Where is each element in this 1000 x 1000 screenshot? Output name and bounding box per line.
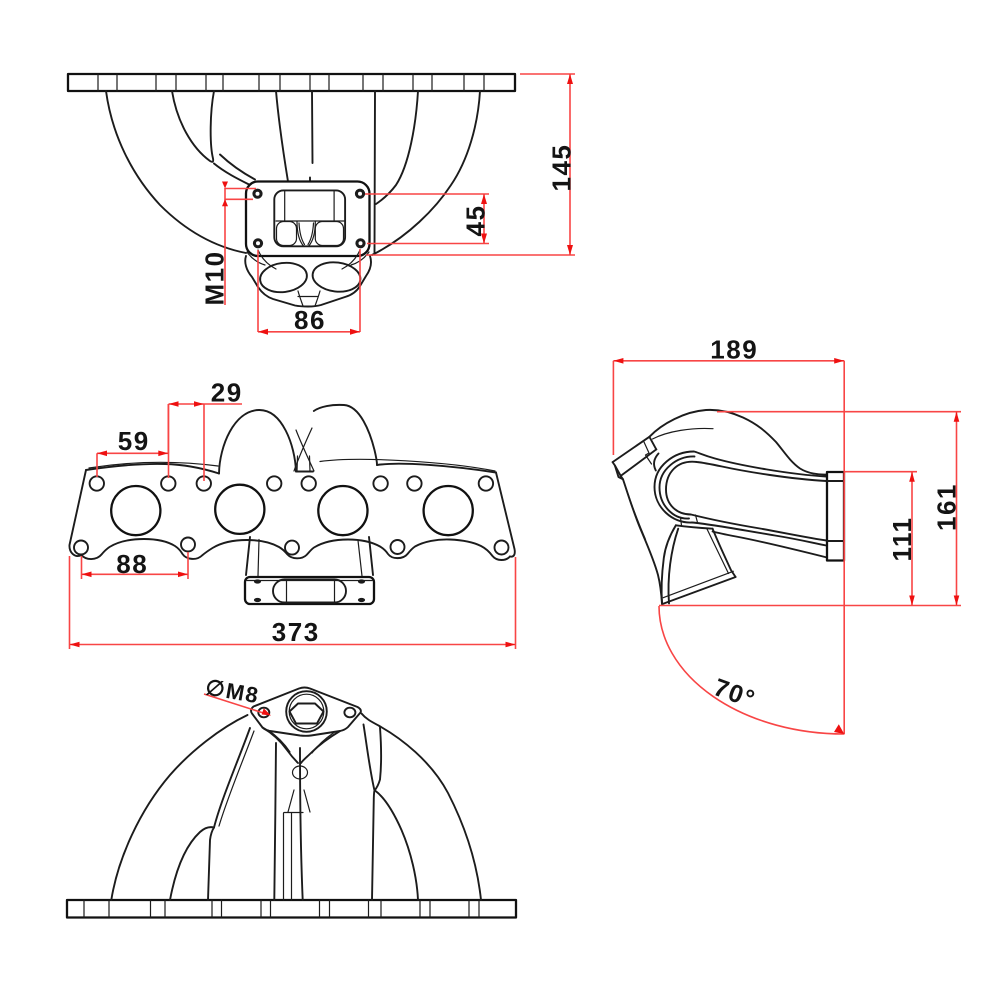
svg-text:189: 189 xyxy=(710,335,758,365)
svg-text:88: 88 xyxy=(116,549,148,579)
svg-text:86: 86 xyxy=(294,305,326,335)
svg-text:111: 111 xyxy=(887,516,917,561)
svg-text:29: 29 xyxy=(211,378,243,408)
svg-text:373: 373 xyxy=(272,617,320,647)
svg-text:45: 45 xyxy=(461,205,491,237)
svg-text:59: 59 xyxy=(118,426,150,456)
svg-text:161: 161 xyxy=(932,483,962,531)
svg-text:M10: M10 xyxy=(200,250,230,305)
svg-text:145: 145 xyxy=(547,144,577,192)
